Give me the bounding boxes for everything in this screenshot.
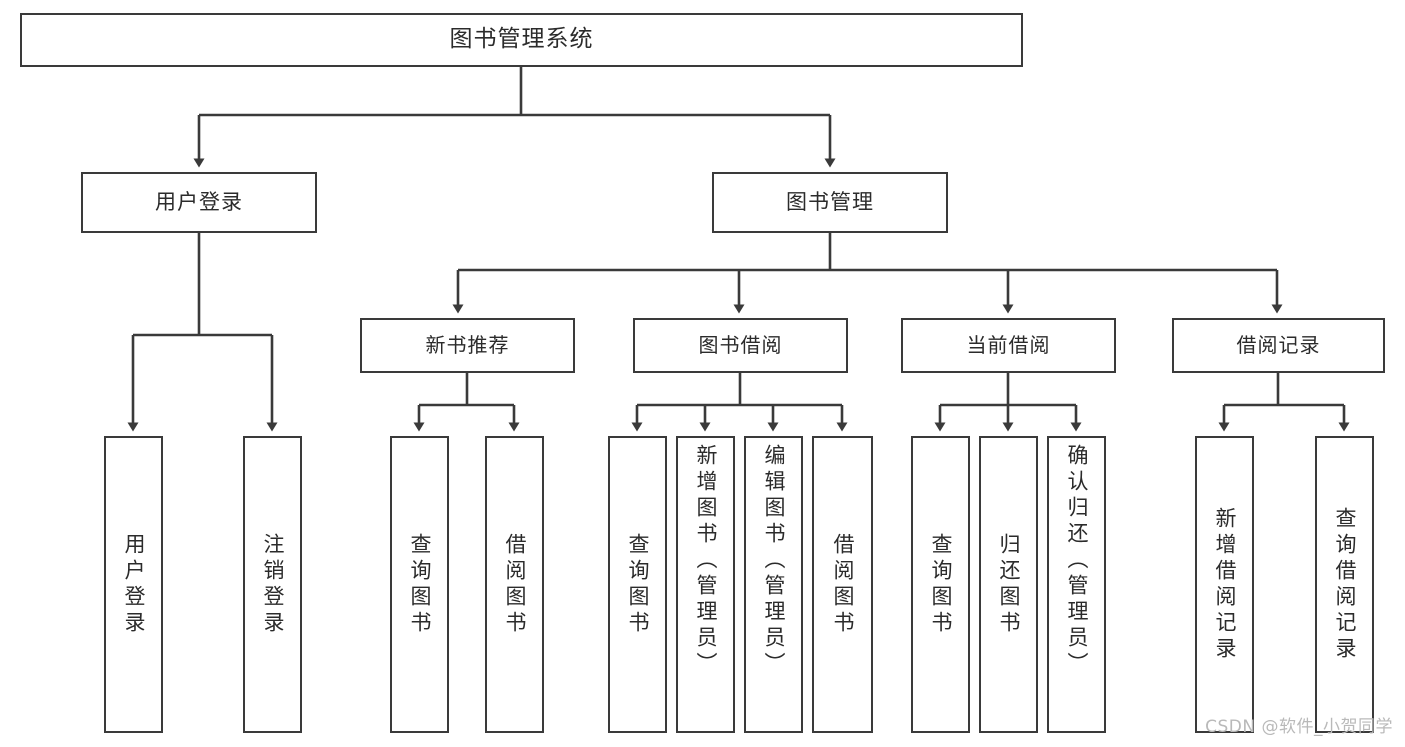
leaf-query-borrow-record[interactable]: 查询借阅记录 [1315,436,1374,733]
node-label: 当前借阅 [966,333,1051,358]
leaf-add-book-admin[interactable]: 新增图书（管理员） [676,436,735,733]
leaf-borrow-book[interactable]: 借阅图书 [812,436,873,733]
node-label: 归还图书 [997,532,1021,637]
node-label: 图书管理 [786,189,874,214]
node-user-login[interactable]: 用户登录 [81,172,317,233]
node-label: 查询图书 [408,532,432,637]
leaf-edit-book-admin[interactable]: 编辑图书（管理员） [744,436,803,733]
node-borrow-record[interactable]: 借阅记录 [1172,318,1385,373]
node-root-system[interactable]: 图书管理系统 [20,13,1023,67]
leaf-query-book-current[interactable]: 查询图书 [911,436,970,733]
node-label: 查询图书 [626,532,650,637]
leaf-return-book[interactable]: 归还图书 [979,436,1038,733]
node-label: 图书借阅 [698,333,783,358]
node-new-book-recommend[interactable]: 新书推荐 [360,318,575,373]
leaf-confirm-return-admin[interactable]: 确认归还（管理员） [1047,436,1106,733]
node-label: 借阅记录 [1236,333,1321,358]
node-book-management[interactable]: 图书管理 [712,172,948,233]
node-label: 新增图书（管理员） [694,444,718,678]
node-book-borrow[interactable]: 图书借阅 [633,318,848,373]
node-label: 注销登录 [261,532,285,637]
node-current-borrow[interactable]: 当前借阅 [901,318,1116,373]
node-label: 图书管理系统 [449,26,594,53]
node-label: 查询借阅记录 [1333,506,1357,663]
node-label: 确认归还（管理员） [1065,444,1089,678]
leaf-logout[interactable]: 注销登录 [243,436,302,733]
node-label: 借阅图书 [831,532,855,637]
leaf-user-login[interactable]: 用户登录 [104,436,163,733]
node-label: 借阅图书 [503,532,527,637]
node-label: 用户登录 [122,532,146,637]
node-label: 新书推荐 [425,333,510,358]
node-label: 用户登录 [155,189,243,214]
leaf-borrow-book-newbook[interactable]: 借阅图书 [485,436,544,733]
leaf-query-book-borrow[interactable]: 查询图书 [608,436,667,733]
leaf-add-borrow-record[interactable]: 新增借阅记录 [1195,436,1254,733]
leaf-query-book-newbook[interactable]: 查询图书 [390,436,449,733]
node-label: 查询图书 [929,532,953,637]
node-label: 新增借阅记录 [1213,506,1237,663]
node-label: 编辑图书（管理员） [762,444,786,678]
